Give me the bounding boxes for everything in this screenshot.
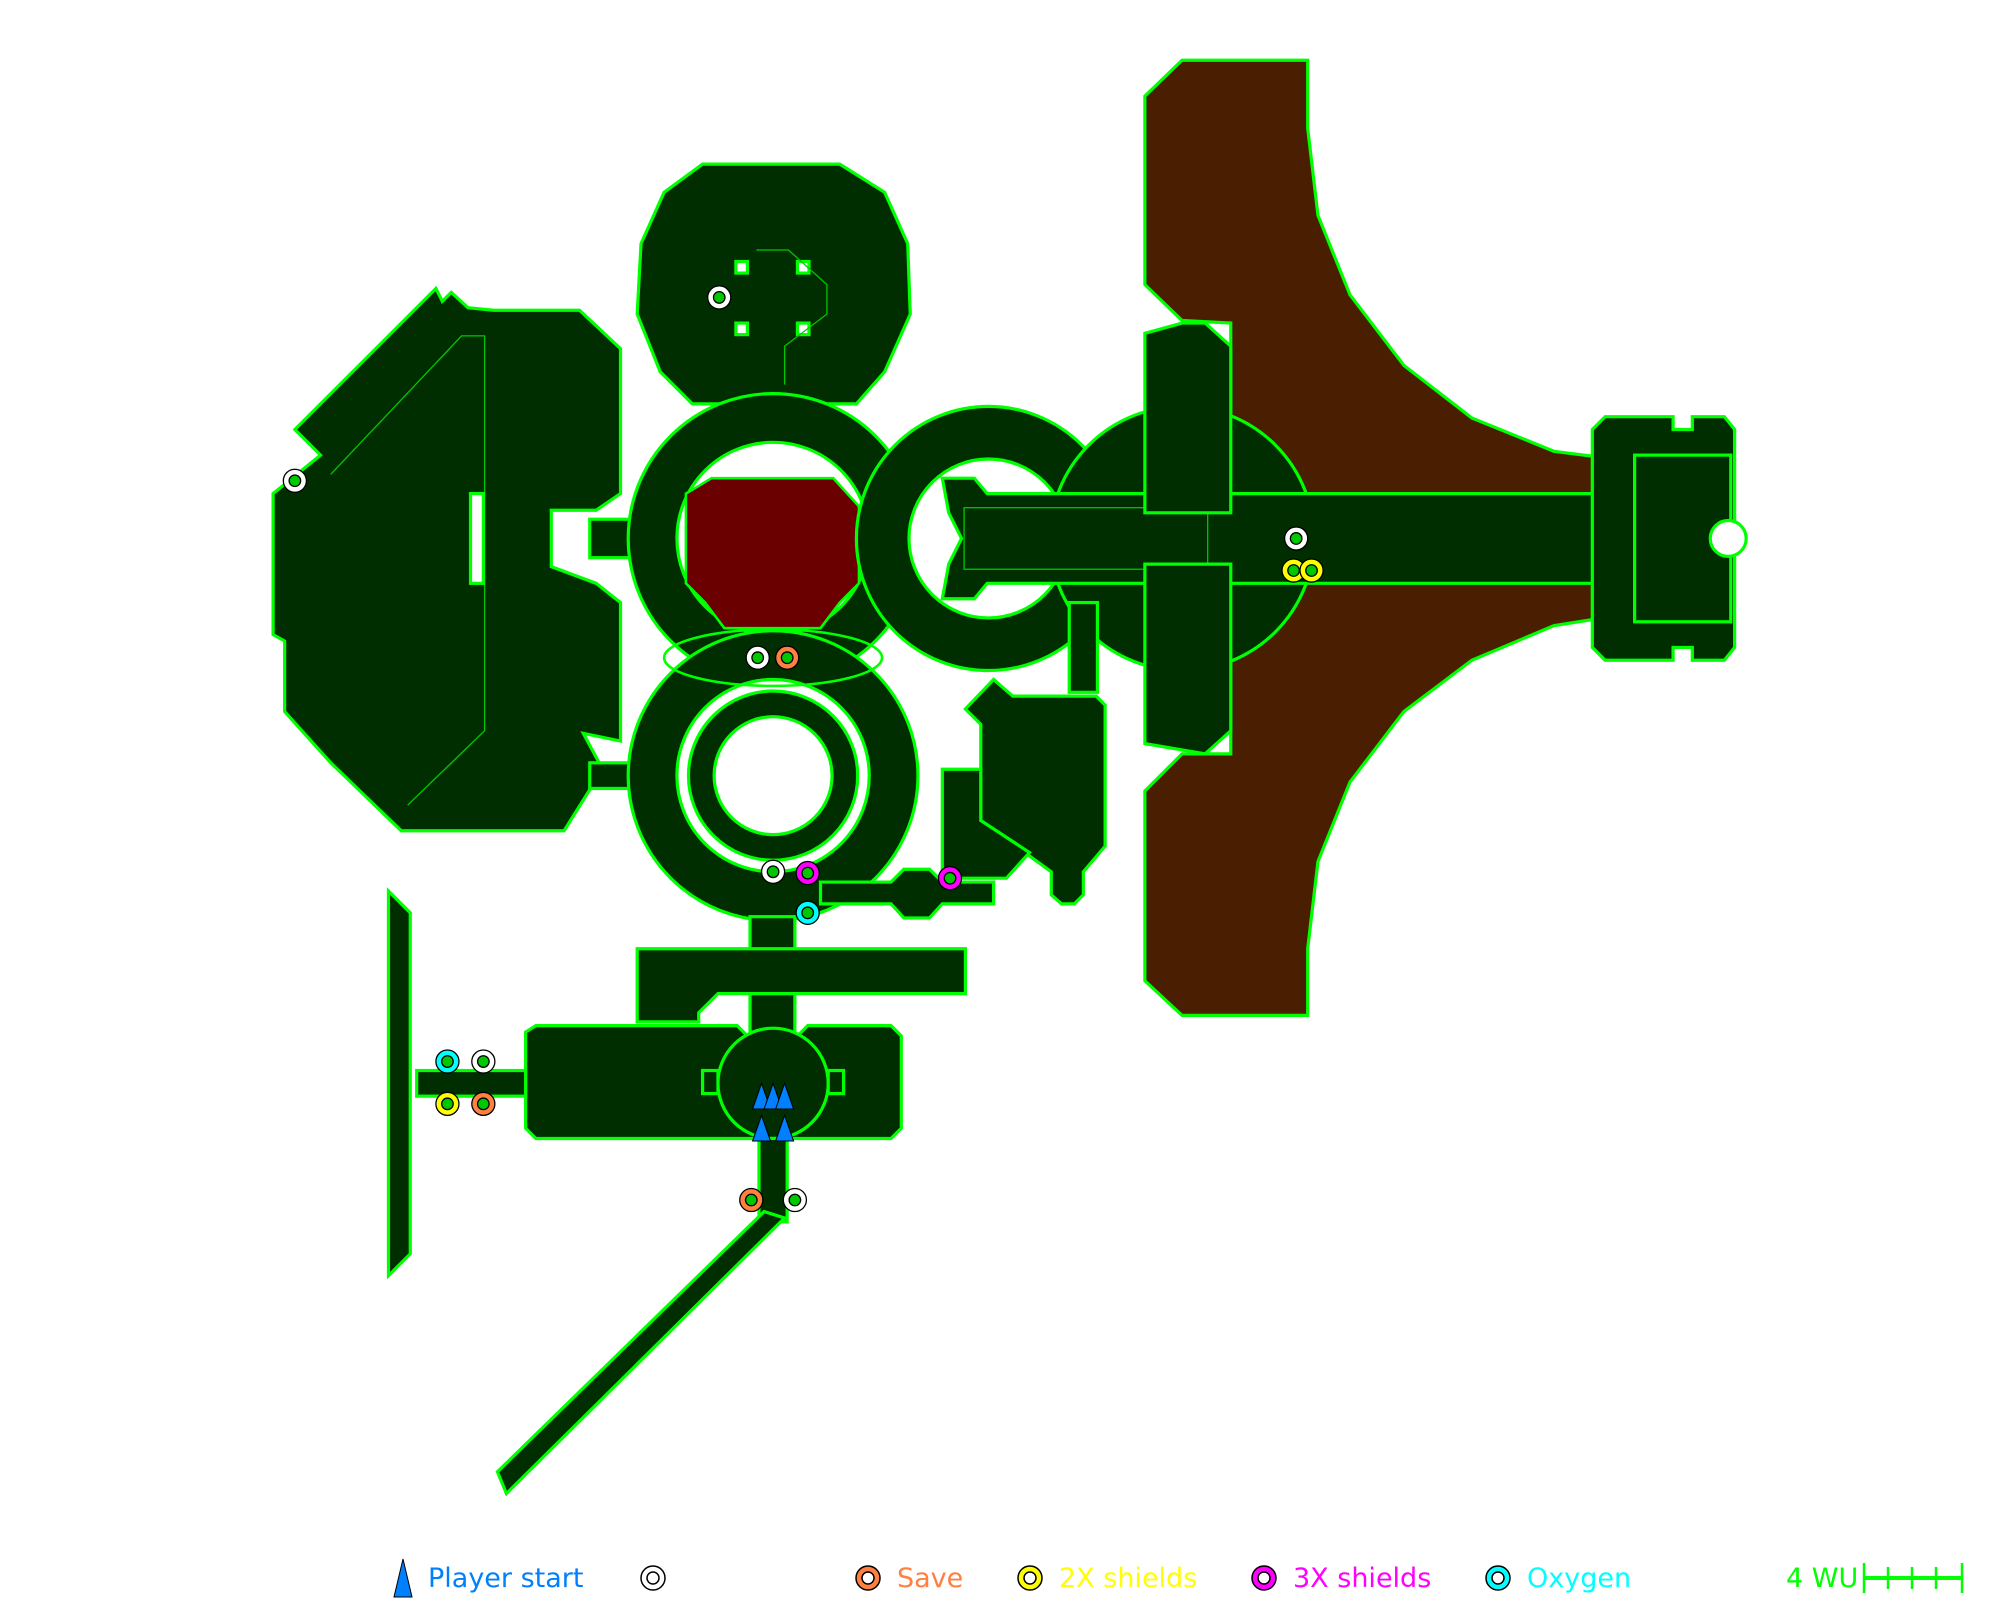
player-starts — [751, 1081, 795, 1142]
save-icon — [855, 1565, 881, 1591]
legend-save: Save — [853, 1548, 963, 1608]
room-east-wing — [1143, 321, 1233, 515]
hazard-room — [684, 476, 861, 630]
generic-marker — [760, 859, 786, 884]
generic-marker — [745, 645, 770, 670]
room-left-hall — [271, 285, 623, 833]
generic-item-icon — [640, 1565, 666, 1591]
room-south-t — [635, 947, 967, 1024]
oxygen-icon — [1485, 1565, 1511, 1591]
oxygen-marker — [435, 1049, 460, 1074]
legend-player-start: Player start — [392, 1548, 584, 1608]
generic-marker — [1283, 526, 1309, 551]
generic-marker — [471, 1049, 496, 1074]
player-start-icon — [393, 1558, 413, 1598]
generic-marker — [282, 468, 308, 493]
corridor-diagonal — [495, 1209, 788, 1497]
save-marker — [739, 1187, 764, 1213]
legend-generic-item — [638, 1548, 682, 1608]
generic-marker — [707, 285, 732, 310]
shields3x-marker — [937, 866, 963, 891]
item-markers — [282, 285, 1324, 1213]
shields2x-marker — [1299, 558, 1324, 583]
legend-2x-shields: 2X shields — [1015, 1548, 1197, 1608]
shields3x-marker — [795, 860, 820, 886]
shields2x-marker — [1281, 558, 1306, 583]
player-start-marker — [774, 1113, 795, 1142]
shields2x-marker — [435, 1091, 460, 1117]
strip-west — [386, 887, 412, 1280]
legend-3x-shields: 3X shields — [1249, 1548, 1431, 1608]
room-mid-right — [963, 677, 1107, 906]
scale-bar-icon — [1862, 1563, 1964, 1593]
save-marker — [775, 645, 800, 670]
legend: Player start Save 2X shields 3X shields … — [0, 1548, 2000, 1608]
oxygen-marker — [795, 900, 820, 926]
room-top-dome — [635, 162, 912, 406]
legend-scale: 4 WU — [1786, 1548, 1978, 1608]
player-start-marker — [774, 1081, 795, 1110]
shields-3x-icon — [1251, 1565, 1277, 1591]
save-marker — [471, 1091, 496, 1117]
generic-marker — [782, 1187, 808, 1213]
player-start-marker — [751, 1113, 772, 1142]
legend-oxygen: Oxygen — [1483, 1548, 1631, 1608]
shields-2x-icon — [1017, 1565, 1043, 1591]
map-rooms — [271, 162, 1748, 1497]
